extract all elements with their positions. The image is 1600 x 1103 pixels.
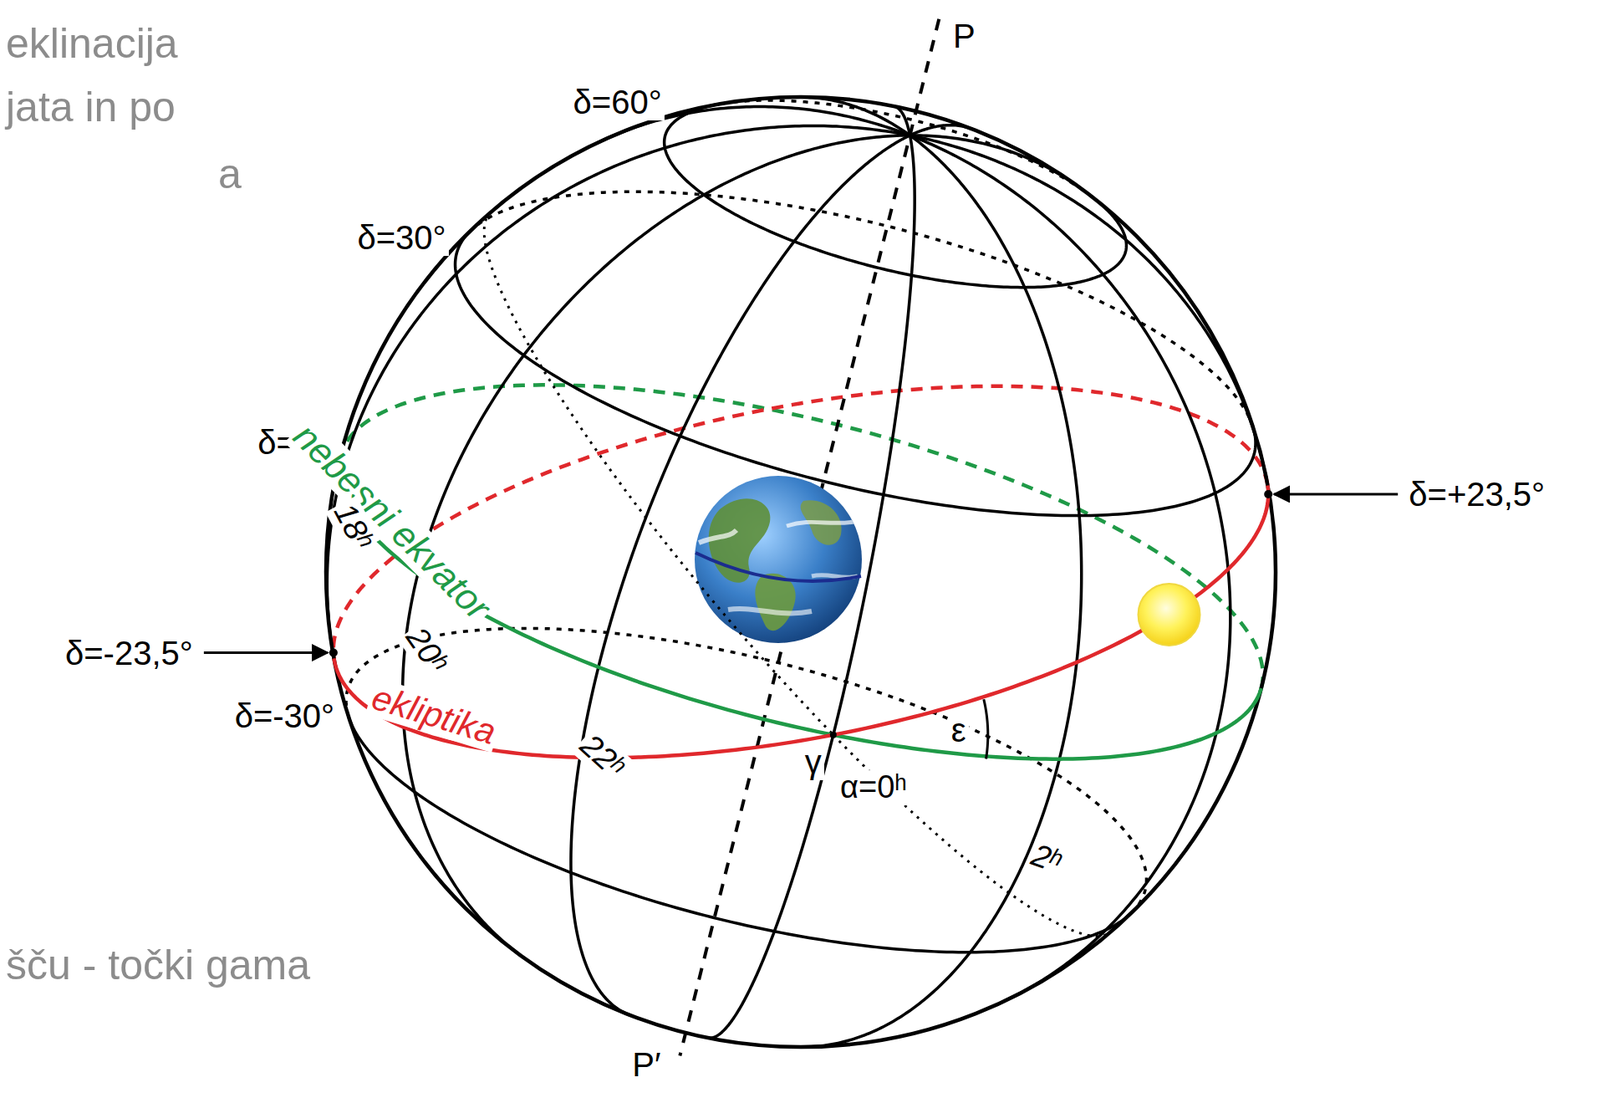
declination-circle [346, 627, 1147, 913]
hour-circle [910, 135, 1081, 188]
hour-circle [402, 135, 911, 958]
declination-circle [348, 715, 775, 932]
slide-text: jata in po [3, 84, 179, 131]
angle-label: ε [948, 711, 969, 749]
declination-label: δ=30° [354, 219, 449, 256]
hour-circle [910, 135, 1231, 1003]
ra-label: α=0ʰ [837, 769, 910, 806]
pole-label: P [950, 17, 979, 55]
leader-arrow [203, 651, 328, 654]
hour-circle [801, 135, 1082, 1047]
hour-circle [570, 135, 911, 1015]
declination-label: δ=60° [570, 83, 665, 121]
solstice-point [1263, 489, 1273, 499]
slide-text: eklinacija [3, 20, 181, 67]
hour-label: 2ʰ [1024, 836, 1067, 882]
earth-picture [694, 475, 862, 643]
hour-label: 22ʰ [571, 725, 633, 785]
vernal-point [830, 731, 837, 739]
vernal-point-label: γ [802, 743, 825, 780]
angle-arc [983, 698, 989, 759]
declination-label: δ=+23,5° [1406, 475, 1548, 513]
celestial-axis [679, 19, 939, 1056]
pole-label: P′ [629, 1045, 663, 1083]
equator-name: nebesni ekvator [284, 413, 500, 630]
ecliptic [833, 485, 1269, 735]
celestial-equator [833, 687, 1262, 760]
declination-circle [774, 912, 1132, 953]
hour-circle [708, 135, 916, 1038]
slide-text: šču - točki gama [3, 942, 313, 989]
ecliptic-name: ekliptika [365, 677, 503, 753]
hour-circle [910, 135, 1268, 483]
declination-label: δ=-30° [232, 697, 337, 734]
slide-text: a [215, 151, 245, 198]
leader-arrow [1273, 492, 1398, 495]
celestial-equator [340, 384, 1264, 688]
dotted-circle [484, 211, 834, 734]
hour-circle [910, 125, 974, 136]
hour-label: 20ʰ [397, 618, 456, 680]
declination-label: δ=-23,5° [62, 634, 196, 672]
axis-line [679, 19, 939, 1056]
dotted-circle [833, 734, 1111, 937]
solstice-point [329, 648, 338, 658]
sphere-grid [333, 100, 1269, 913]
sun-picture [1138, 583, 1201, 646]
